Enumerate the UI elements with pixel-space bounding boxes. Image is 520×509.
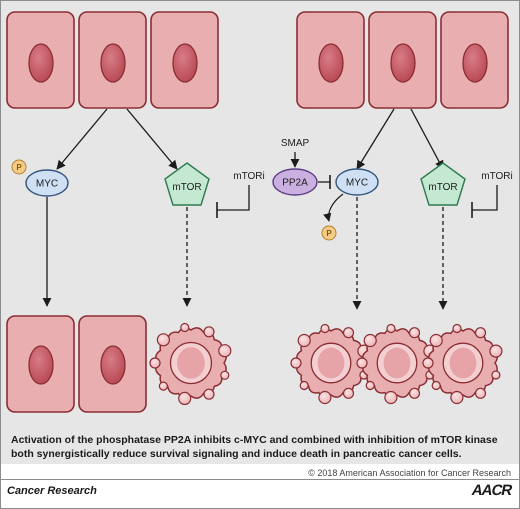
- dephosphorylation-arrow: [323, 193, 344, 222]
- nucleus-core: [177, 347, 205, 379]
- left-bottom-cells: [6, 315, 232, 413]
- arrow-cells-to-myc: [356, 108, 395, 170]
- pathway-diagram: MYC P mTOR mTORi: [6, 11, 513, 413]
- apoptotic-cell: [290, 323, 371, 405]
- mtor-label: mTOR: [172, 182, 201, 193]
- membrane-bleb: [318, 390, 332, 405]
- arrow-cells-to-myc: [56, 108, 108, 170]
- myc-label: MYC: [36, 179, 58, 190]
- membrane-bleb: [156, 333, 170, 347]
- right-top-cells: [296, 11, 509, 109]
- figure-caption: Activation of the phosphatase PP2A inhib…: [11, 434, 498, 460]
- mtori-label: mTORi: [233, 171, 264, 182]
- membrane-bleb: [203, 326, 215, 338]
- membrane-bleb: [290, 357, 302, 369]
- right-bottom-cells: [290, 323, 503, 405]
- footer-divider: [1, 479, 519, 480]
- membrane-bleb: [363, 333, 377, 348]
- pp2a-node: PP2A: [272, 168, 318, 196]
- nucleus-core: [317, 347, 345, 379]
- nucleus-core: [383, 347, 411, 379]
- membrane-bleb: [220, 370, 230, 380]
- phosphate-label: P: [16, 163, 22, 172]
- membrane-bleb: [474, 387, 487, 399]
- arrow-cells-to-mtor: [410, 108, 444, 170]
- membrane-bleb: [386, 323, 396, 334]
- publisher-logo: AACR: [469, 482, 513, 499]
- mtori-inhibition-line: [472, 185, 498, 211]
- membrane-bleb: [342, 327, 355, 339]
- apoptotic-cell: [422, 323, 503, 405]
- phosphate-tag: P: [321, 225, 337, 241]
- membrane-bleb: [491, 370, 501, 380]
- phosphate-label: P: [326, 229, 332, 238]
- cell: [368, 11, 437, 109]
- membrane-bleb: [158, 381, 168, 391]
- membrane-bleb: [429, 333, 443, 348]
- membrane-bleb: [408, 327, 421, 339]
- membrane-bleb: [203, 388, 215, 400]
- copyright-notice: © 2018 American Association for Cancer R…: [308, 468, 511, 478]
- mtori-label: mTORi: [481, 171, 512, 182]
- membrane-bleb: [299, 380, 309, 391]
- cell: [78, 315, 147, 413]
- diagram-panel: MYC P mTOR mTORi: [1, 1, 519, 464]
- journal-name: Cancer Research: [7, 485, 97, 497]
- membrane-bleb: [342, 387, 355, 399]
- membrane-bleb: [149, 357, 161, 369]
- phosphate-tag: P: [11, 159, 27, 175]
- membrane-bleb: [180, 322, 190, 333]
- myc-node: MYC: [25, 169, 69, 197]
- membrane-bleb: [320, 323, 330, 334]
- mtor-node: mTOR: [420, 162, 466, 206]
- apoptotic-cell: [356, 323, 437, 405]
- cell: [296, 11, 365, 109]
- cell: [6, 11, 75, 109]
- membrane-bleb: [365, 380, 375, 391]
- membrane-bleb: [452, 323, 462, 334]
- left-top-cells: [6, 11, 219, 109]
- membrane-bleb: [356, 357, 368, 369]
- apoptotic-cell: [149, 322, 232, 405]
- membrane-bleb: [474, 327, 487, 339]
- membrane-bleb: [450, 390, 464, 405]
- membrane-bleb: [489, 344, 503, 358]
- membrane-bleb: [218, 344, 232, 358]
- pp2a-label: PP2A: [282, 178, 308, 189]
- arrow-cells-to-mtor: [126, 108, 178, 170]
- myc-label: MYC: [346, 178, 368, 189]
- mtor-node: mTOR: [164, 162, 210, 206]
- mtor-label: mTOR: [428, 182, 457, 193]
- cell: [150, 11, 219, 109]
- membrane-bleb: [297, 333, 311, 348]
- nucleus-core: [449, 347, 477, 379]
- cell: [78, 11, 147, 109]
- membrane-bleb: [178, 391, 192, 405]
- membrane-bleb: [431, 380, 441, 391]
- cell: [440, 11, 509, 109]
- smap-label: SMAP: [281, 138, 310, 149]
- membrane-bleb: [422, 357, 434, 369]
- membrane-bleb: [408, 387, 421, 399]
- membrane-bleb: [384, 390, 398, 405]
- cell: [6, 315, 75, 413]
- mtori-inhibition-line: [217, 185, 250, 211]
- myc-node: MYC: [335, 168, 379, 196]
